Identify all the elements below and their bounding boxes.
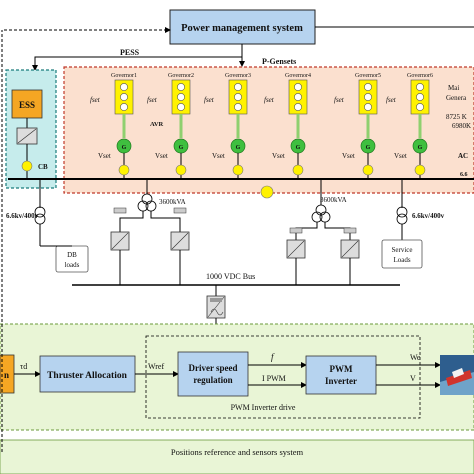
breaker-icon bbox=[118, 164, 130, 176]
generator-symbol: G bbox=[366, 145, 371, 151]
governor-label: Governor2 bbox=[168, 73, 194, 79]
pwm-inverter-drive-boundary bbox=[145, 335, 421, 419]
db-loads-line2: loads bbox=[65, 261, 80, 269]
generator-symbol: G bbox=[122, 145, 127, 151]
left-transformer-db: 6.6kv/400v DB loads bbox=[6, 179, 89, 273]
pwm-inverter-box bbox=[305, 355, 377, 395]
f-label: f bbox=[271, 352, 275, 362]
left-rating-label: 3600kVA bbox=[159, 198, 186, 206]
governor-label: Governor1 bbox=[111, 73, 137, 79]
ipwm-label: I PWM bbox=[262, 374, 286, 383]
info-line-5: AC bbox=[458, 152, 468, 160]
speed-regulation-line1: Driver speed bbox=[188, 363, 237, 373]
fset-label: fset bbox=[334, 96, 345, 104]
breaker-icon bbox=[362, 164, 374, 176]
ess-breaker-icon bbox=[21, 160, 33, 172]
generator-symbol: G bbox=[418, 145, 423, 151]
vset-label: Vset bbox=[98, 152, 111, 160]
fset-label: fset bbox=[90, 96, 101, 104]
positions-sensors-region bbox=[0, 439, 474, 474]
thruster-allocation-box bbox=[39, 355, 136, 393]
generator-symbol: G bbox=[179, 145, 184, 151]
ess-label: ESS bbox=[19, 100, 35, 110]
pess-label: PESS bbox=[120, 48, 140, 57]
db-loads-line1: DB bbox=[67, 251, 77, 259]
thruster-allocation-label: Thruster Allocation bbox=[47, 371, 128, 381]
right-ratio-label: 6.6kv/400v bbox=[412, 212, 445, 220]
service-loads-line2: Loads bbox=[393, 256, 410, 264]
info-line-2: Genera bbox=[446, 94, 467, 102]
info-line-1: Mai bbox=[448, 84, 459, 92]
positions-label: Positions reference and sensors system bbox=[171, 447, 304, 457]
speed-regulation-box bbox=[177, 351, 249, 397]
breaker-icon bbox=[175, 164, 187, 176]
pwm-inverter-line1: PWM bbox=[330, 364, 353, 374]
fset-label: fset bbox=[386, 96, 397, 104]
breaker-icon bbox=[232, 164, 244, 176]
governor-label: Governor5 bbox=[355, 73, 381, 79]
pgensets-label: P-Gensets bbox=[262, 57, 296, 66]
ess-region: ESS CB bbox=[5, 69, 57, 189]
service-loads-box bbox=[381, 239, 423, 269]
governor-label: Governor4 bbox=[285, 73, 311, 79]
pess-signal-line bbox=[32, 44, 243, 71]
speed-regulation-line2: regulation bbox=[193, 375, 232, 385]
right-transformer-service: 6.6kv/400v Service Loads bbox=[381, 179, 445, 269]
pwm-inverter-line2: Inverter bbox=[325, 376, 357, 386]
left-three-winding-transformer: 3600kVA bbox=[110, 179, 190, 262]
avr-label: AVR bbox=[150, 121, 164, 128]
info-line-4: 6980K bbox=[452, 122, 471, 130]
vset-label: Vset bbox=[155, 152, 168, 160]
vset-label: Vset bbox=[342, 152, 355, 160]
main-generator-info: Mai Genera 8725 K 6980K AC 6.6 bbox=[446, 84, 471, 178]
info-line-6: 6.6 bbox=[460, 172, 468, 178]
info-line-3: 8725 K bbox=[446, 113, 467, 121]
wref-label: Wref bbox=[148, 362, 164, 371]
governors-group: Governor1fsetGVsetGovernor2fsetGVsetGove… bbox=[90, 73, 433, 179]
vset-label: Vset bbox=[394, 152, 407, 160]
pwm-drive-label: PWM Inverter drive bbox=[231, 403, 296, 412]
governor-label: Governor6 bbox=[407, 73, 433, 79]
vset-label: Vset bbox=[212, 152, 225, 160]
controller-partial-label: n bbox=[4, 370, 9, 380]
bus-tie-breaker-icon bbox=[260, 185, 274, 199]
right-three-winding-transformer: 3600kVA bbox=[286, 179, 360, 270]
pms-label: Power management system bbox=[181, 23, 303, 34]
right-rating-label: 3600kVA bbox=[320, 196, 347, 204]
fset-label: fset bbox=[204, 96, 215, 104]
we-label: We bbox=[410, 353, 421, 362]
breaker-icon bbox=[414, 164, 426, 176]
left-ratio-label: 6.6kv/400v bbox=[6, 212, 39, 220]
generator-symbol: G bbox=[296, 145, 301, 151]
vset-label: Vset bbox=[272, 152, 285, 160]
power-management-system-box: Power management system bbox=[169, 9, 316, 45]
ship-thruster-image bbox=[440, 355, 474, 395]
service-loads-line1: Service bbox=[392, 246, 413, 254]
fset-label: fset bbox=[147, 96, 158, 104]
cb-label: CB bbox=[38, 163, 48, 171]
governor-label: Governor3 bbox=[225, 73, 251, 79]
v-label: V bbox=[410, 374, 416, 383]
fset-label: fset bbox=[264, 96, 275, 104]
tau-d-label: τd bbox=[20, 362, 27, 371]
dc-bus-label: 1000 VDC Bus bbox=[206, 272, 255, 281]
breaker-icon bbox=[292, 164, 304, 176]
generator-symbol: G bbox=[236, 145, 241, 151]
